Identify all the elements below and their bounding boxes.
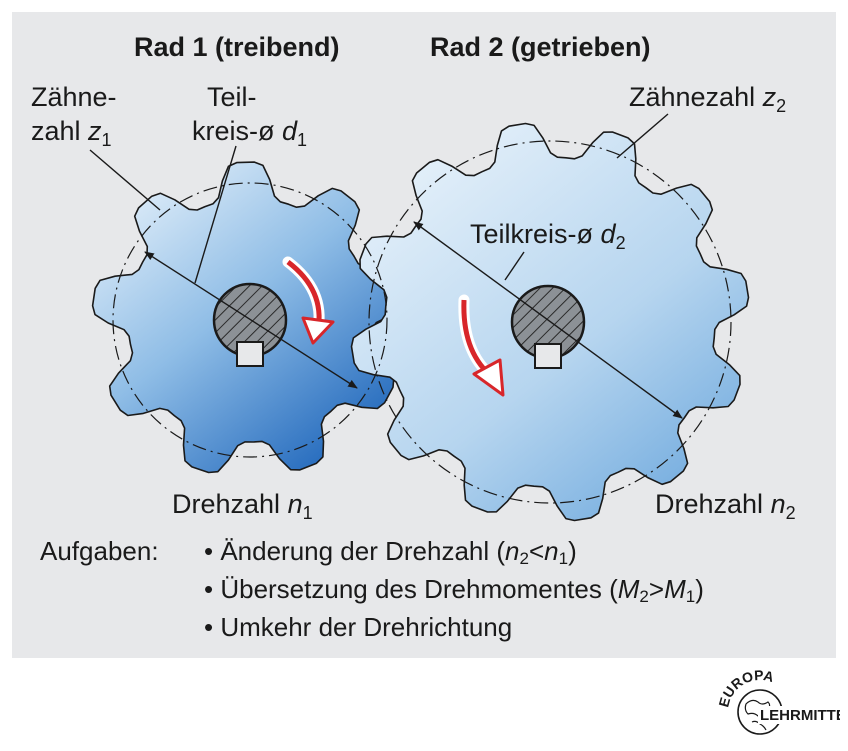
teeth-label-1-line1: Zähne- [31,82,117,112]
rotation-arrow-2-head [472,358,505,397]
teeth-label-1-line2: zahl z1 [31,116,112,150]
pitch-label-2: Teilkreis-ø d2 [470,219,626,253]
leader-pitch-1 [194,145,237,284]
pitch-circle-1 [112,182,388,458]
speed-label-1: Drehzahl n1 [172,489,313,523]
pitch-label-1-line2: kreis-ø d1 [192,116,307,150]
diameter-line-2 [413,221,683,419]
leader-teeth-1 [89,149,161,211]
diameter-line-1 [144,251,358,389]
task-item-2: Übersetzung des Drehmomentes (M2>M1) [204,574,704,612]
tasks-list: Änderung der Drehzahl (n2<n1) Übersetzun… [204,536,704,643]
leader-teeth-2 [616,113,669,159]
teeth-label-2: Zähnezahl z2 [629,82,786,116]
pitch-label-1-line1: Teil- [207,82,257,112]
europa-lehrmittel-logo: EUROPA LEHRMITTEL [715,667,840,735]
task-item-1: Änderung der Drehzahl (n2<n1) [204,536,704,574]
logo-bottom-text: LEHRMITTEL [760,707,840,724]
leader-pitch-2 [504,251,525,281]
wheel-1-title: Rad 1 (treibend) [134,32,340,62]
speed-label-2: Drehzahl n2 [655,489,796,523]
tasks-heading: Aufgaben: [40,536,159,566]
task-item-3: Umkehr der Drehrichtung [204,612,704,643]
pitch-circle-2 [368,140,732,504]
wheel-2-title: Rad 2 (getrieben) [430,32,651,62]
rotation-arrow-1-head [301,316,335,345]
